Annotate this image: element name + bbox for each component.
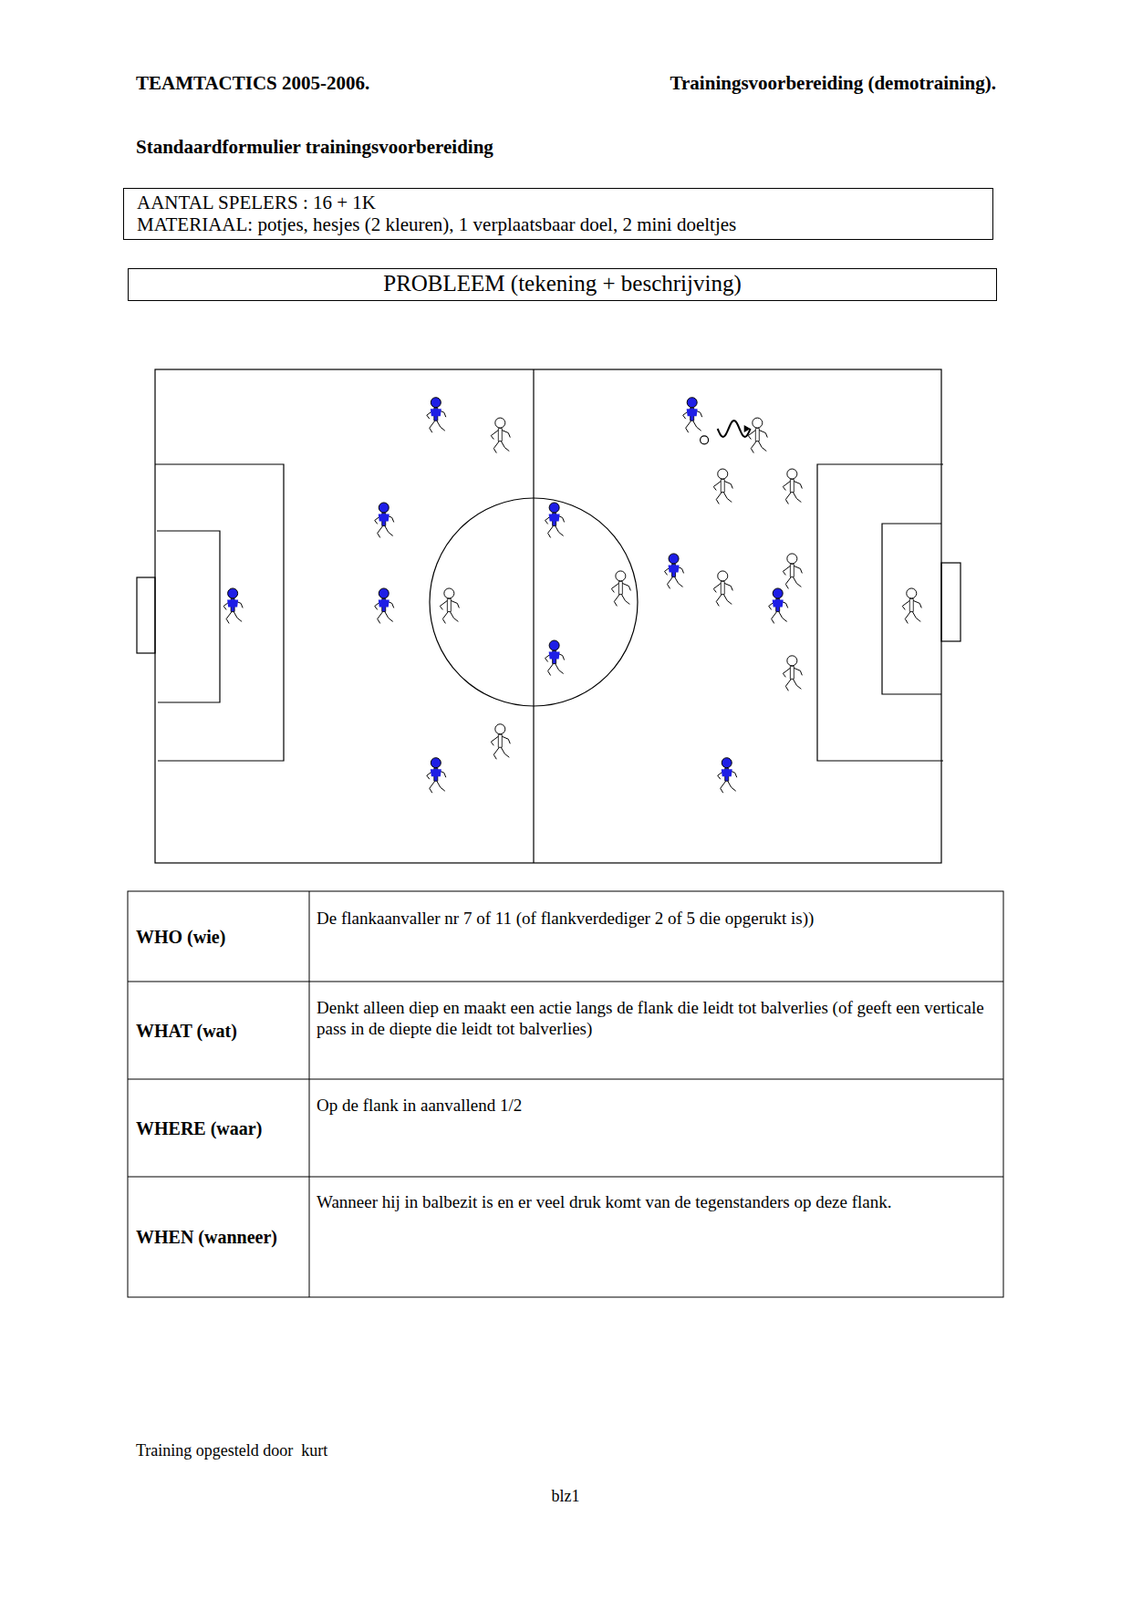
running-header: TEAMTACTICS 2005-2006. (135, 72, 520, 95)
football-pitch (136, 369, 961, 863)
dribble-arrowhead (744, 425, 751, 433)
player-figure (545, 502, 565, 539)
player-figure (782, 655, 802, 692)
player-figure (717, 758, 738, 794)
row-heading: WHEN (wanneer) (135, 1176, 306, 1298)
cell-text: De flankaanvaller nr 7 of 11 (of flankve… (316, 908, 997, 930)
material-box: AANTAL SPELERS : 16 + 1KMATERIAAL: potje… (123, 187, 994, 240)
player-figure (902, 588, 922, 624)
player-figure (490, 724, 510, 760)
row-heading: WHAT (wat) (135, 981, 306, 1080)
form-table (127, 891, 1004, 1298)
player-figure (490, 417, 510, 454)
players (223, 397, 922, 794)
player-figure (223, 588, 243, 624)
footer-note: Training opgesteld door kurt (135, 1441, 592, 1462)
cell-text: Denkt alleen diep en maakt een actie lan… (316, 997, 997, 1040)
player-figure (611, 571, 631, 607)
dribble-line (717, 420, 751, 437)
player-figure (713, 571, 733, 607)
player-figure (426, 758, 447, 794)
player-figure (782, 553, 802, 590)
player-figure (782, 468, 802, 505)
page-number: blz1 (510, 1486, 621, 1507)
box-text: PROBLEEM (tekening + beschrijving) (137, 270, 987, 298)
player-figure (683, 397, 703, 434)
cell-text: Op de flank in aanvallend 1/2 (316, 1095, 997, 1117)
player-figure (439, 588, 459, 624)
player-figure (664, 553, 685, 590)
problem-box: PROBLEEM (tekening + beschrijving) (127, 268, 997, 302)
box-text: AANTAL SPELERS : 16 + 1K (136, 191, 980, 214)
player-figure (545, 640, 565, 676)
player-figure (426, 397, 447, 434)
player-figure (713, 468, 733, 505)
running-header: Trainingsvoorbereiding (demotraining). (510, 72, 997, 95)
player-figure (747, 417, 768, 454)
ball (700, 436, 709, 445)
row-heading: WHERE (waar) (135, 1079, 306, 1177)
box-text: MATERIAAL: potjes, hesjes (2 kleuren), 1… (136, 213, 980, 236)
player-figure (374, 588, 395, 624)
player-figure (374, 502, 395, 539)
player-figure (768, 588, 789, 624)
row-heading: WHO (wie) (135, 891, 306, 982)
form-title: Standaardformulier trainingsvoorbereidin… (135, 135, 494, 159)
cell-text: Wanneer hij in balbezit is en er veel dr… (316, 1192, 919, 1214)
